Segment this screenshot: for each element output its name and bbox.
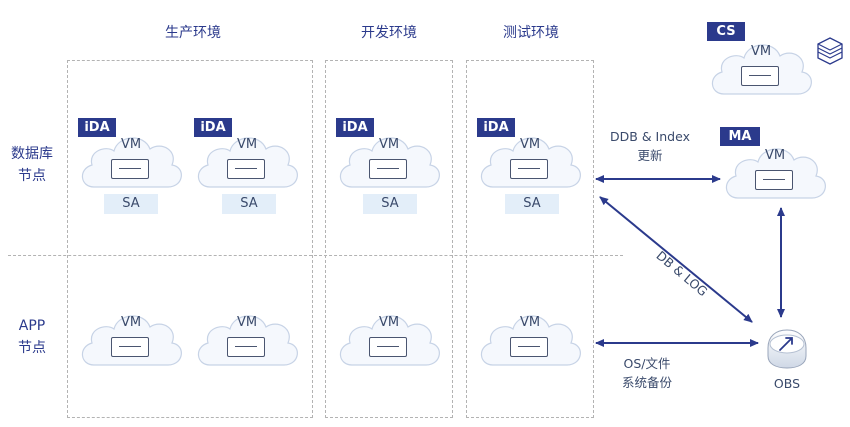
vm-label: VM <box>764 148 786 163</box>
vm-cloud-app-test: VM <box>475 303 585 373</box>
vm-cloud-ma: VM <box>720 136 830 206</box>
vm-cloud-db-dev: VM <box>334 125 444 195</box>
vm-icon <box>741 66 779 86</box>
os-backup-label-line2: 系统备份 <box>621 375 672 390</box>
vm-icon <box>369 337 407 357</box>
row-title-database-line2: 节点 <box>18 168 46 184</box>
column-title-production: 生产环境 <box>165 25 221 41</box>
vm-icon <box>227 337 265 357</box>
row-separator <box>8 255 623 256</box>
env-box-development <box>325 60 453 418</box>
ddb-index-label-line1: DDB & Index <box>610 129 690 144</box>
vm-label: VM <box>519 315 541 330</box>
obs-label: OBS <box>773 376 801 391</box>
env-box-production <box>67 60 313 418</box>
vm-label: VM <box>120 315 142 330</box>
sa-badge-prod-2: SA <box>222 194 276 214</box>
vm-label: VM <box>236 137 258 152</box>
env-box-testing <box>466 60 594 418</box>
ddb-index-label: DDB & Index 更新 <box>600 127 700 165</box>
vm-cloud-app-prod-2: VM <box>192 303 302 373</box>
ida-tag-prod-1: iDA <box>78 118 116 137</box>
vm-icon <box>111 159 149 179</box>
ma-tag: MA <box>720 127 760 146</box>
ddb-index-label-line2: 更新 <box>637 148 663 163</box>
vm-icon <box>510 337 548 357</box>
vm-label: VM <box>236 315 258 330</box>
os-backup-label-line1: OS/文件 <box>623 356 671 371</box>
vm-cloud-db-prod-2: VM <box>192 125 302 195</box>
ida-tag-prod-2: iDA <box>194 118 232 137</box>
vm-icon <box>111 337 149 357</box>
row-title-app-line1: APP <box>18 318 46 334</box>
row-title-database-line1: 数据库 <box>11 146 53 162</box>
vm-cloud-app-dev: VM <box>334 303 444 373</box>
column-title-development: 开发环境 <box>361 25 417 41</box>
row-title-app: APP 节点 <box>2 315 62 359</box>
vm-cloud-db-prod-1: VM <box>76 125 186 195</box>
db-log-arrow <box>599 196 753 323</box>
column-title-testing: 测试环境 <box>503 25 559 41</box>
vm-icon <box>227 159 265 179</box>
ida-tag-test: iDA <box>477 118 515 137</box>
sa-badge-dev: SA <box>363 194 417 214</box>
layered-cube-icon <box>817 37 843 65</box>
sa-badge-prod-1: SA <box>104 194 158 214</box>
vm-icon <box>510 159 548 179</box>
cs-tag: CS <box>707 22 745 41</box>
row-title-app-line2: 节点 <box>18 340 46 356</box>
ida-tag-dev: iDA <box>336 118 374 137</box>
vm-cloud-app-prod-1: VM <box>76 303 186 373</box>
sa-badge-test: SA <box>505 194 559 214</box>
vm-icon <box>369 159 407 179</box>
vm-label: VM <box>750 44 772 59</box>
vm-cloud-cs: VM <box>706 32 816 102</box>
vm-icon <box>755 170 793 190</box>
vm-label: VM <box>519 137 541 152</box>
vm-label: VM <box>120 137 142 152</box>
vm-cloud-db-test: VM <box>475 125 585 195</box>
obs-storage-icon <box>767 329 807 369</box>
row-title-database: 数据库 节点 <box>2 143 62 187</box>
vm-label: VM <box>378 315 400 330</box>
os-backup-label: OS/文件 系统备份 <box>597 354 697 392</box>
vm-label: VM <box>378 137 400 152</box>
